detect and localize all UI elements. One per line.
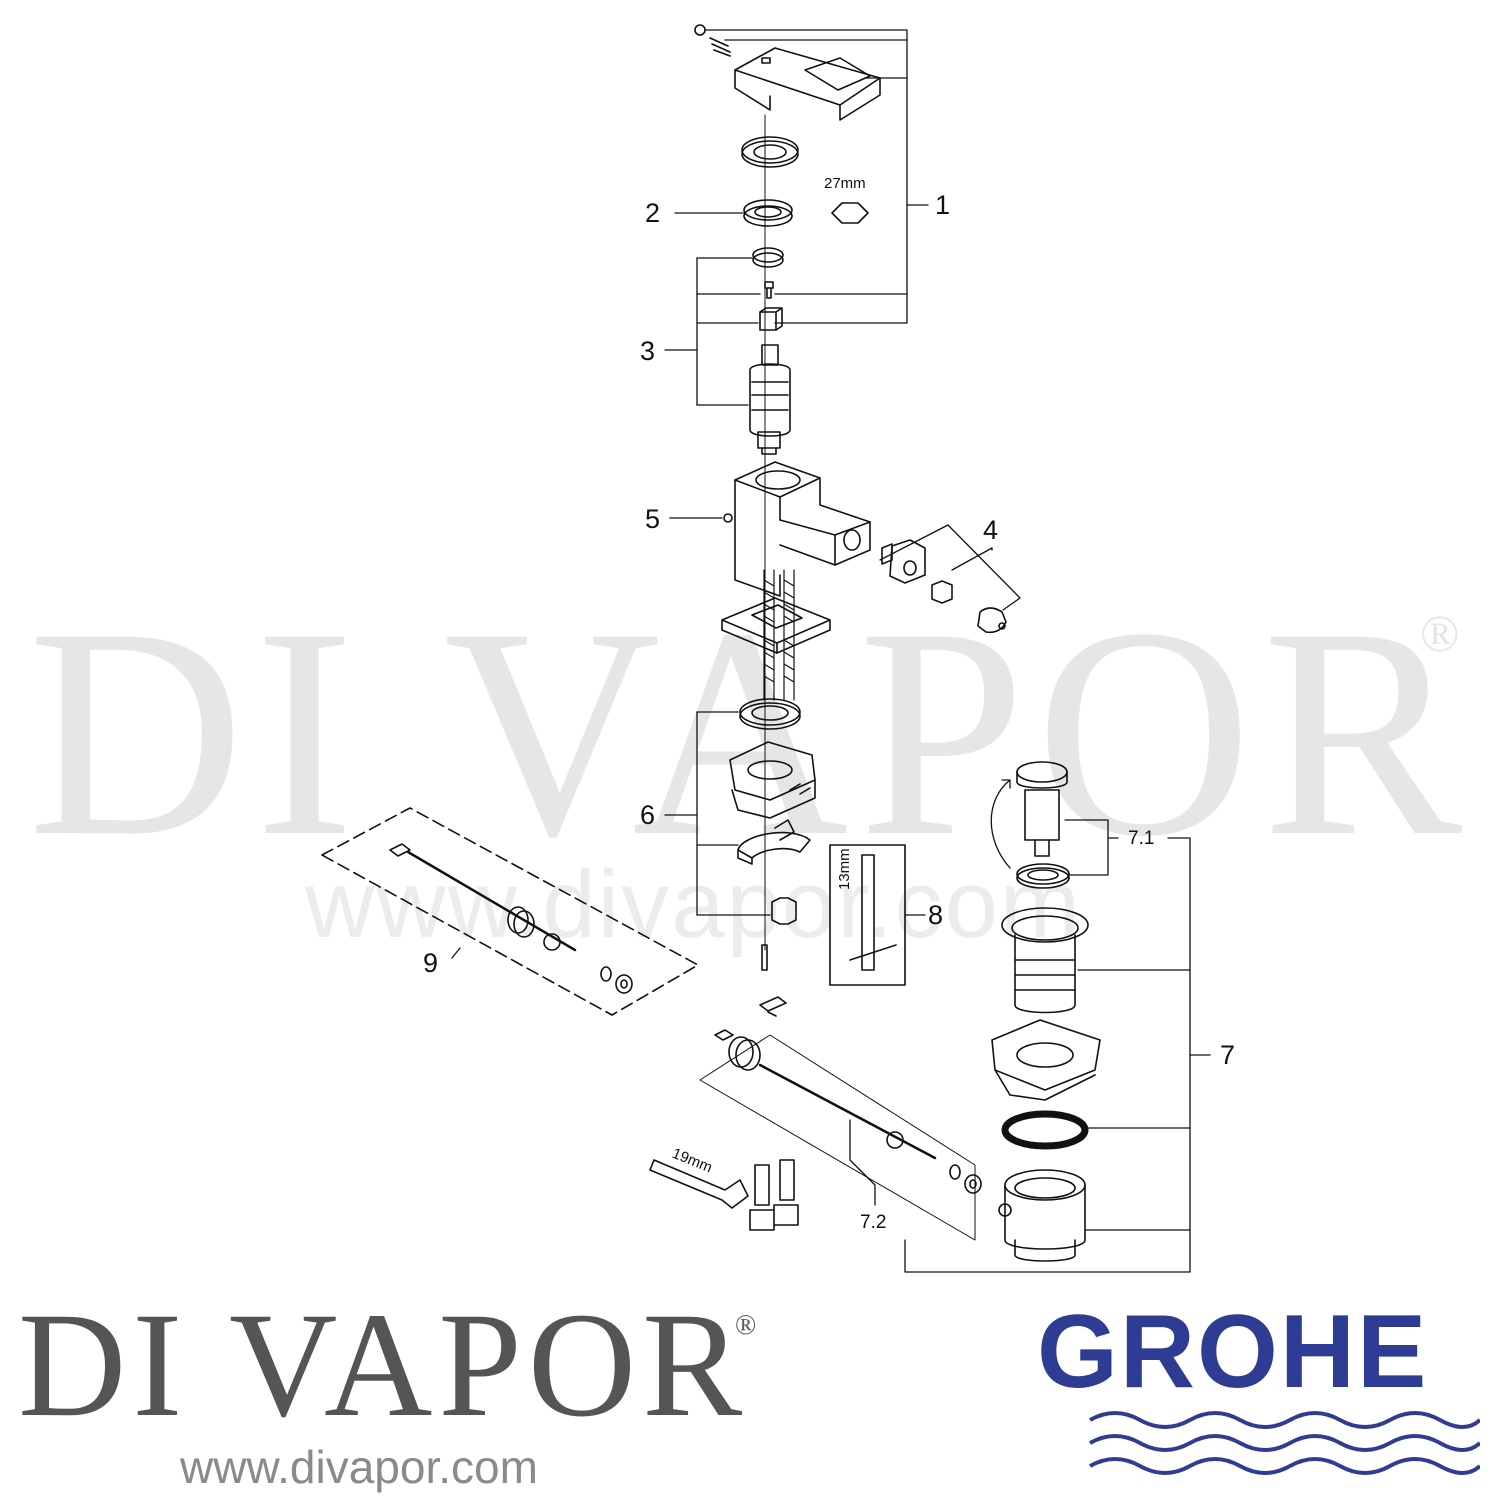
callout-4: 4 <box>983 515 999 545</box>
fixing-washer <box>739 698 801 730</box>
callout-8: 8 <box>928 900 944 930</box>
callout-5: 5 <box>645 504 661 534</box>
nut-part-2 <box>743 199 869 227</box>
divapor-registered-mark: ® <box>735 1310 757 1341</box>
cartridge-ring <box>752 247 784 268</box>
callout-7: 7 <box>1220 1040 1236 1070</box>
popup-rod-part-9 <box>321 807 699 1016</box>
wrench-19mm <box>649 1159 749 1209</box>
nut-size-label: 27mm <box>824 175 866 192</box>
tap-body <box>723 461 871 597</box>
lever-handle <box>694 24 881 121</box>
waste-body <box>998 1169 1086 1262</box>
countertop-section <box>729 741 816 819</box>
fixing-nut <box>771 897 797 925</box>
popup-linkage-7-2 <box>699 944 982 1241</box>
side-valve-part-4 <box>881 539 1007 634</box>
callout-3: 3 <box>640 336 656 366</box>
o-ring <box>1001 1110 1089 1150</box>
hose-connectors <box>749 1159 799 1231</box>
callout-2: 2 <box>645 198 661 228</box>
watermark-registered-mark: ® <box>1420 606 1460 663</box>
key-size-label: 13mm <box>836 848 853 890</box>
divapor-logo: DI VAPOR <box>18 1282 749 1448</box>
horseshoe-washer <box>737 819 811 865</box>
waste-flange <box>1001 907 1089 1014</box>
basin-section <box>991 1019 1101 1101</box>
adapter <box>759 307 783 331</box>
callout-7-2: 7.2 <box>860 1212 887 1233</box>
callout-7-1: 7.1 <box>1128 828 1155 849</box>
grohe-waves-icon <box>1089 1411 1480 1475</box>
small-screw <box>764 281 774 299</box>
base-plate <box>721 597 831 654</box>
divapor-url: www.divapor.com <box>180 1441 538 1493</box>
watermark-url: www.divapor.com <box>305 851 1082 958</box>
callout-leaders <box>451 29 1211 1273</box>
callout-1: 1 <box>935 190 951 220</box>
cap-ring <box>741 136 799 168</box>
flexible-hoses <box>763 569 795 701</box>
callout-9: 9 <box>423 948 439 978</box>
cartridge <box>749 344 791 455</box>
popup-plug <box>1016 761 1068 857</box>
rotation-arrow <box>990 779 1011 869</box>
callout-6: 6 <box>640 800 656 830</box>
grohe-logo: GROHE <box>1037 1294 1429 1410</box>
plug-washer <box>1016 863 1070 889</box>
